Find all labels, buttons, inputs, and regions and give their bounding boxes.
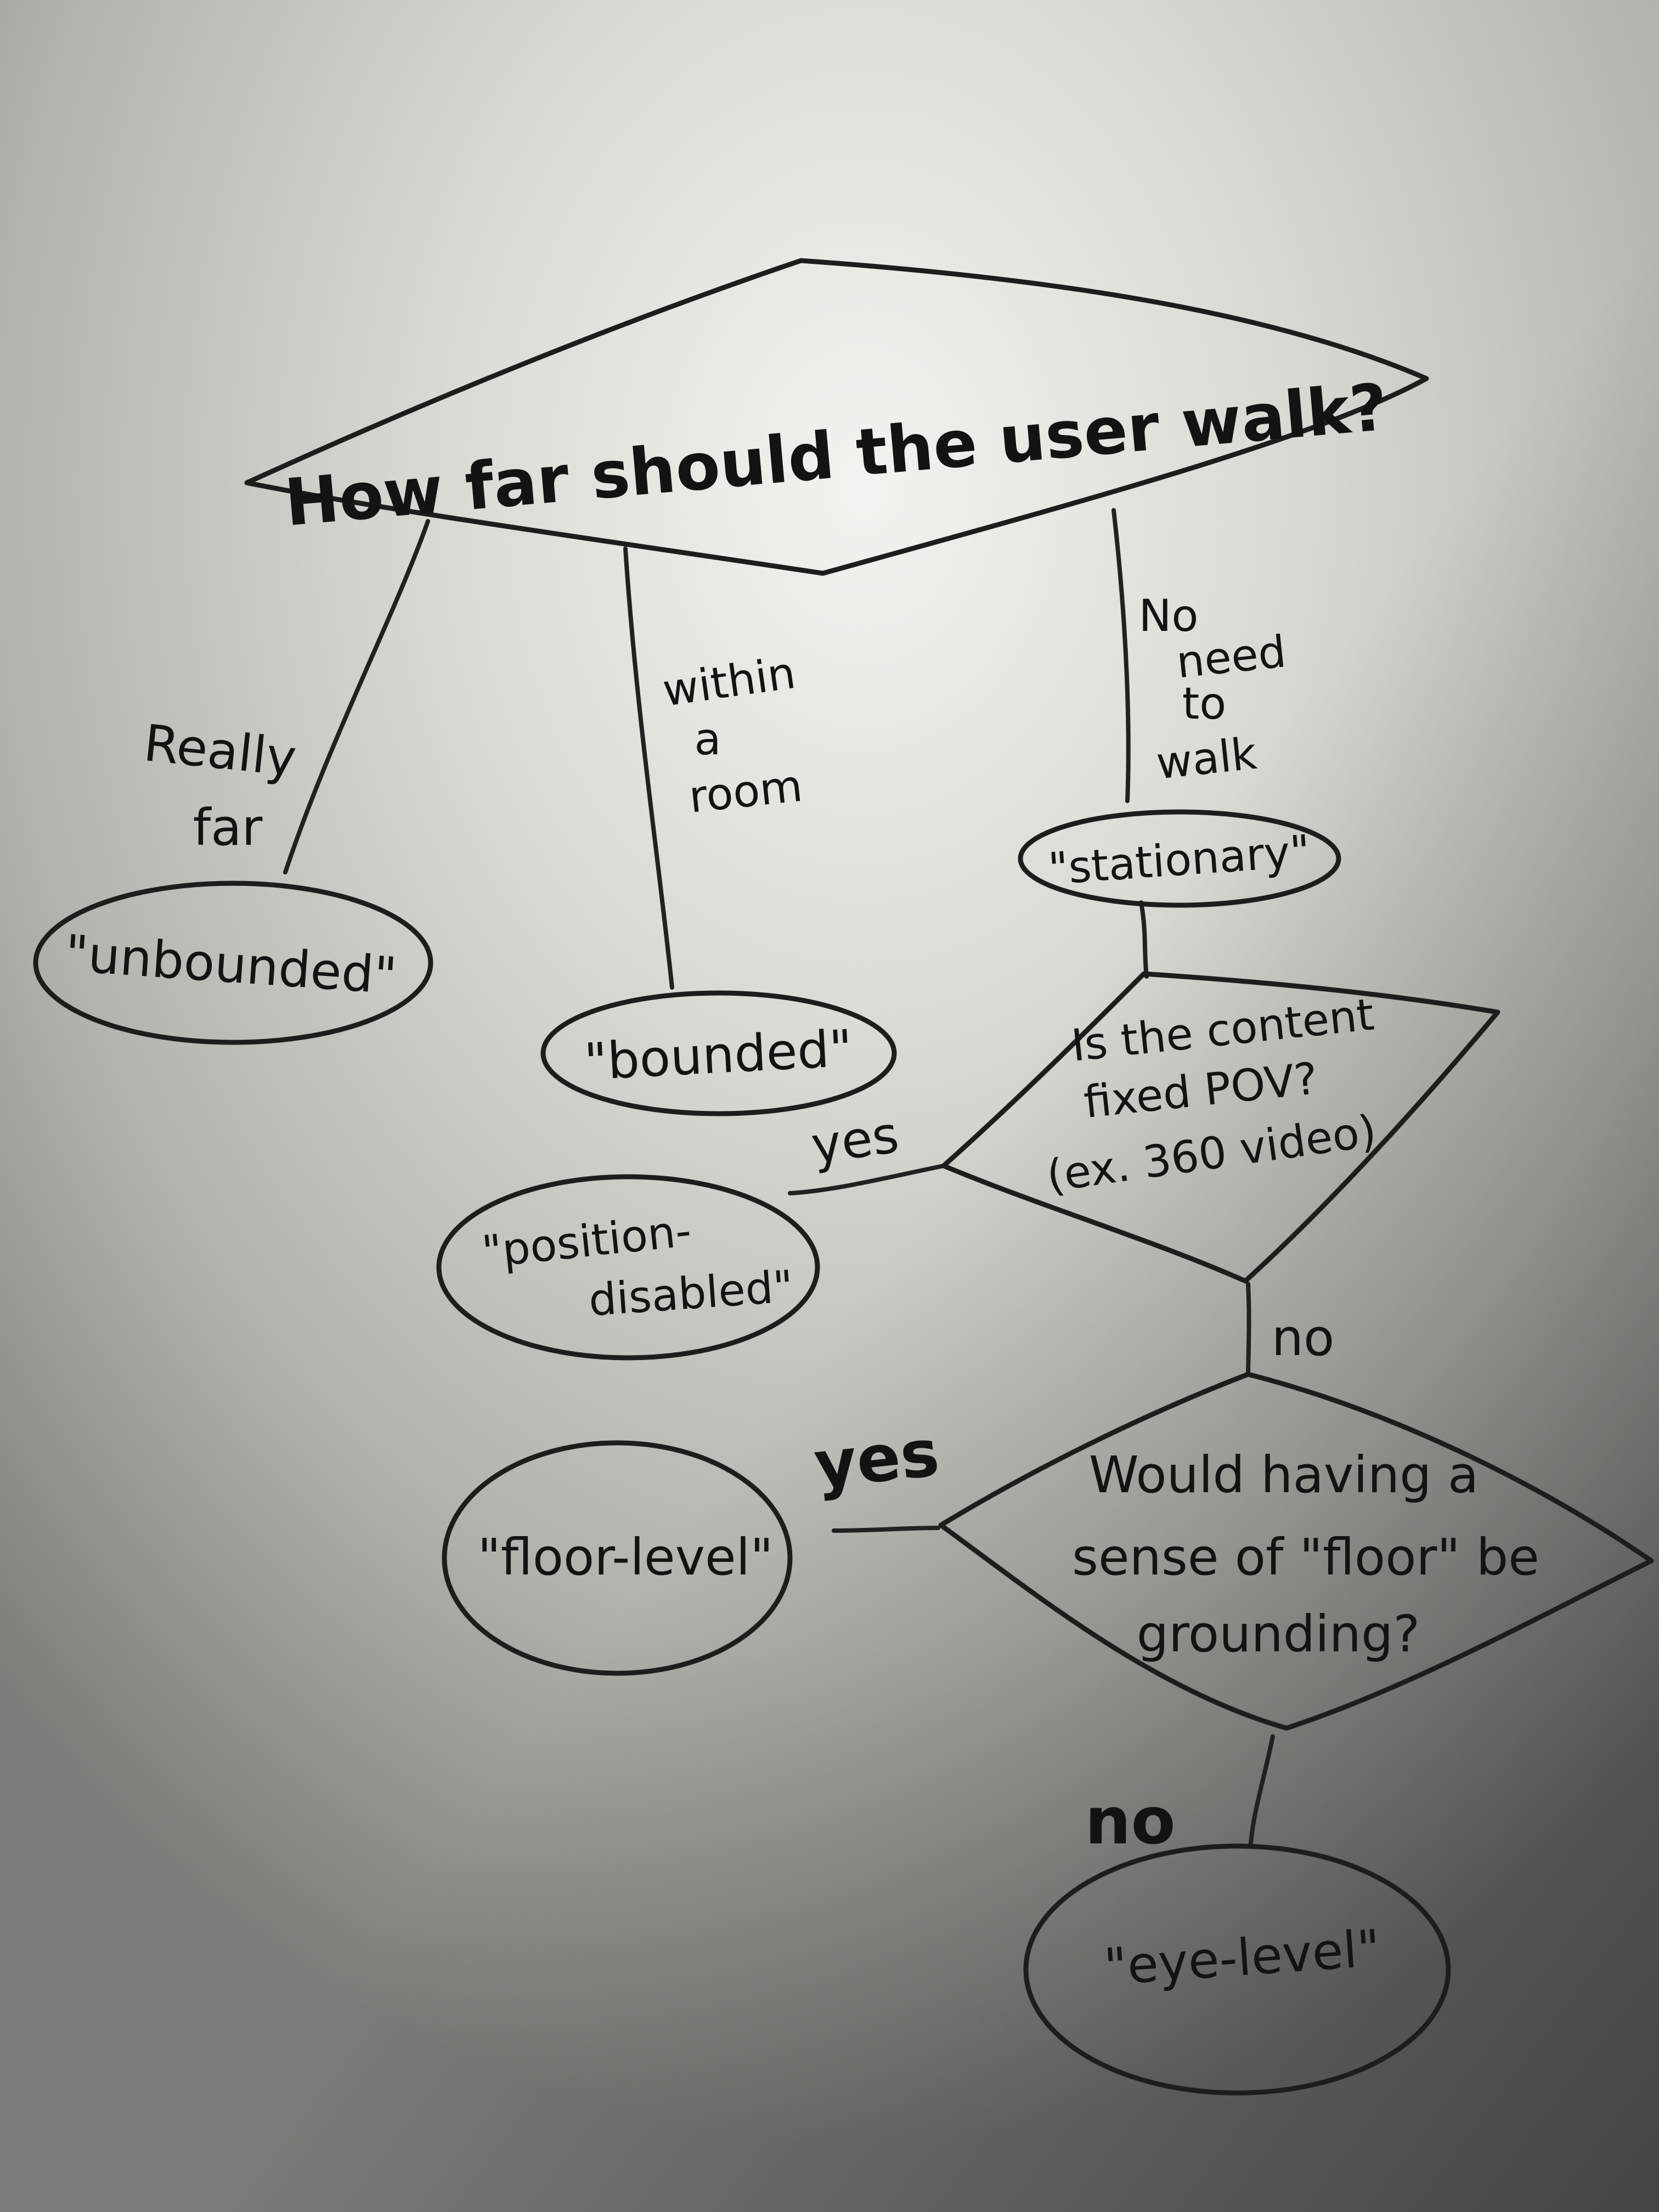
- edge-pov-yes: [788, 1164, 946, 1195]
- no-need-to-walk-line-3: to: [1182, 678, 1226, 729]
- question-floor-line-1: Would having a: [1089, 1446, 1479, 1504]
- within-a-room-line-2: a: [694, 714, 721, 765]
- unbounded-ellipse: [33, 881, 433, 1045]
- floor-no-label: no: [1085, 1783, 1175, 1859]
- question-floor-line-2: sense of "floor" be: [1072, 1528, 1539, 1587]
- question-pov-diamond: [941, 971, 1500, 1284]
- edge-really-far: [283, 519, 430, 874]
- question-floor-line-3: grounding?: [1137, 1605, 1420, 1663]
- floor-level-ellipse: [442, 1440, 793, 1676]
- pov-yes-label: yes: [808, 1105, 902, 1176]
- pov-no-label: no: [1272, 1308, 1335, 1367]
- no-need-to-walk-line-1: No: [1139, 590, 1199, 641]
- question-floor-diamond: [938, 1372, 1654, 1731]
- really-far-line-2: far: [193, 798, 263, 857]
- floor-level-text: "floor-level": [477, 1528, 773, 1587]
- bounded-text: "bounded": [583, 1019, 854, 1091]
- within-a-room-line-3: room: [686, 760, 805, 822]
- position-disabled-ellipse: [436, 1174, 820, 1361]
- no-need-to-walk-line-2: need: [1174, 626, 1289, 688]
- edge-within-a-room: [623, 546, 674, 990]
- edge-floor-yes: [832, 1526, 940, 1533]
- no-need-to-walk-line-4: walk: [1154, 728, 1259, 789]
- floor-yes-label: yes: [811, 1415, 943, 1503]
- edge-floor-no: [1249, 1734, 1275, 1846]
- eye-level-ellipse: [1023, 1843, 1451, 2096]
- bounded-ellipse: [540, 990, 897, 1116]
- edge-no-need-to-walk: [1111, 508, 1131, 803]
- stationary-ellipse: [1018, 809, 1341, 908]
- edge-pov-no: [1246, 1282, 1251, 1376]
- edge-stationary-to-pov: [1139, 900, 1149, 979]
- question-walk-diamond: [244, 258, 1429, 576]
